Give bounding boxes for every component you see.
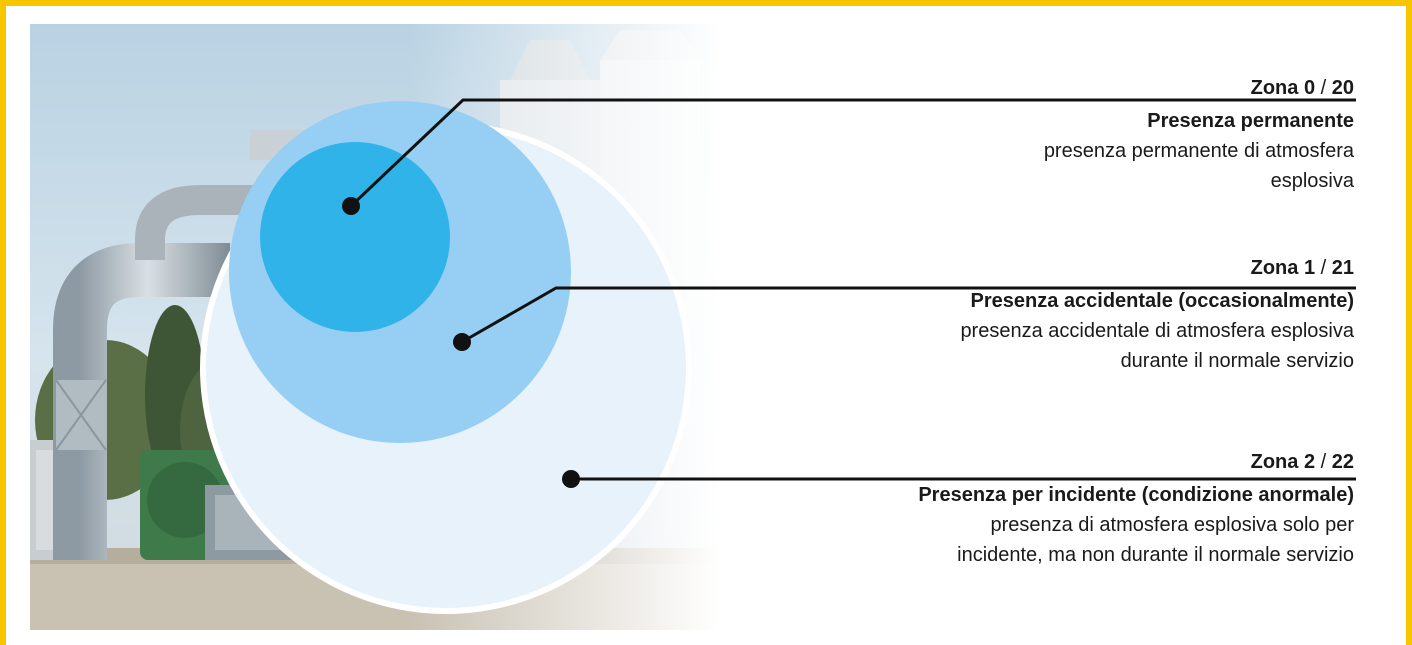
zone2-heading: Presenza per incidente (condizione anorm… — [918, 484, 1354, 506]
zone1-title: Zona 1 / 21 — [794, 256, 1354, 280]
zone2-title: Zona 2 / 22 — [754, 450, 1354, 474]
zone0-marker-dot — [342, 197, 360, 215]
zone0-description-line-1: presenza permanente di atmosfera — [1043, 140, 1354, 162]
zone1-name: Zona 1 — [1250, 257, 1316, 279]
zone1-description-line-1: presenza accidentale di atmosfera esplos… — [960, 320, 1354, 342]
zone2-label-block: Zona 2 / 22 Presenza per incidente (cond… — [754, 450, 1354, 570]
zone0-code: 20 — [1331, 77, 1354, 99]
zone2-description-line-1: presenza di atmosfera esplosiva solo per — [990, 514, 1354, 536]
zone2-description-line-2: incidente, ma non durante il normale ser… — [957, 544, 1354, 566]
zone0-area — [260, 142, 450, 332]
zone1-code: 21 — [1331, 257, 1354, 279]
zone0-sep: / — [1315, 77, 1332, 99]
zone2-marker-dot — [562, 470, 580, 488]
zone0-description-line-2: esplosiva — [1270, 170, 1354, 192]
zone1-heading: Presenza accidentale (occasionalmente) — [970, 290, 1355, 312]
zone1-label-block: Zona 1 / 21 Presenza accidentale (occasi… — [794, 256, 1354, 376]
zone2-name: Zona 2 — [1250, 451, 1316, 473]
zone0-heading: Presenza permanente — [1147, 110, 1354, 132]
zone2-sep: / — [1315, 451, 1332, 473]
zone2-code: 22 — [1331, 451, 1354, 473]
zone0-label-block: Zona 0 / 20 Presenza permanente presenza… — [834, 76, 1354, 196]
zone1-marker-dot — [453, 333, 471, 351]
zone0-name: Zona 0 — [1250, 77, 1316, 99]
zone0-leader-line — [349, 98, 1356, 208]
zone1-sep: / — [1315, 257, 1332, 279]
zone1-leader-line — [461, 286, 1356, 344]
zone0-title: Zona 0 / 20 — [834, 76, 1354, 100]
zone1-description-line-2: durante il normale servizio — [1120, 350, 1354, 372]
